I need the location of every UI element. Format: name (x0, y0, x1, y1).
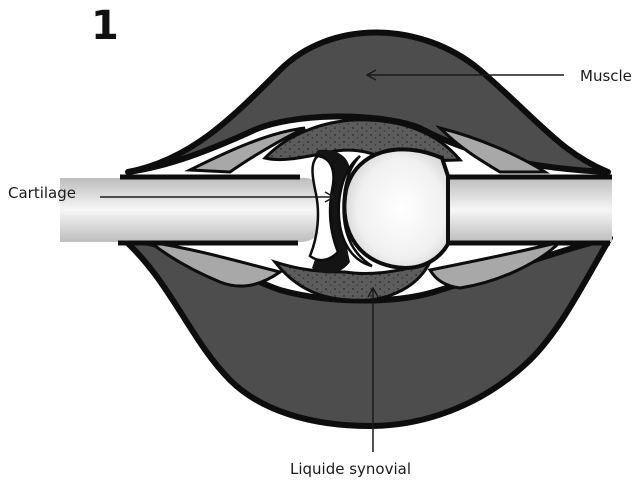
bone-head (344, 149, 448, 268)
muscle-label: Muscle (580, 67, 632, 85)
synovial-fluid-label: Liquide synovial (290, 460, 411, 478)
figure-number: 1 (91, 2, 119, 50)
left-bone (60, 178, 324, 242)
cartilage-label: Cartilage (8, 184, 76, 202)
